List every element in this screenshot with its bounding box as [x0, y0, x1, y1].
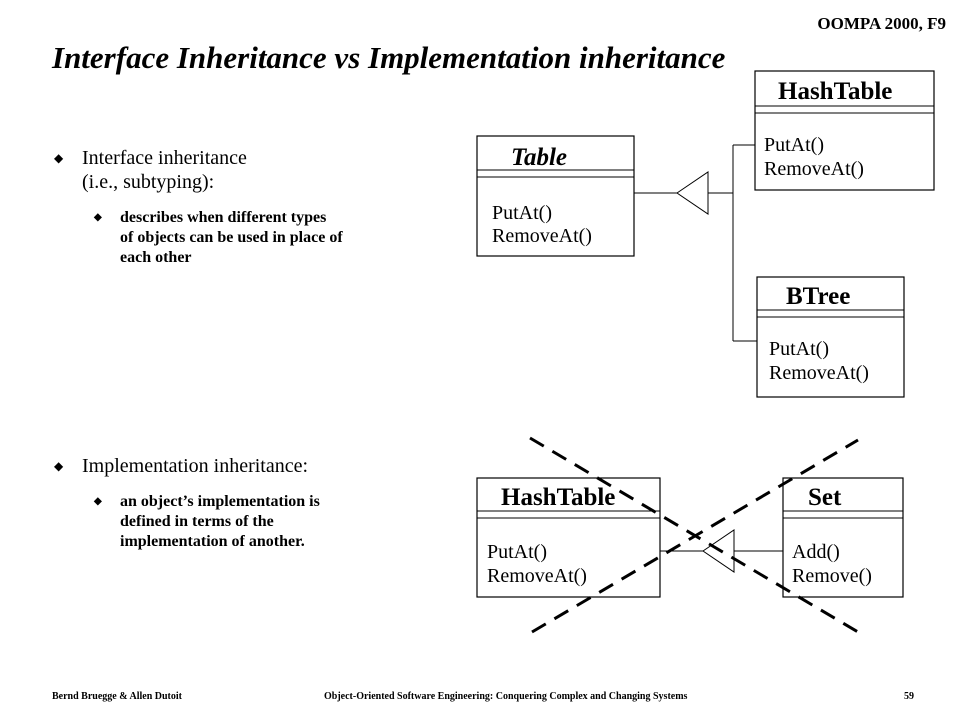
cross-out-mark [529, 436, 859, 634]
slide-title: Interface Inheritance vs Implementation … [52, 40, 726, 75]
footer-authors: Bernd Bruegge & Allen Dutoit [52, 691, 182, 702]
class-operation: Add() [792, 541, 840, 563]
class-operation: PutAt() [764, 134, 824, 156]
class-operation: RemoveAt() [764, 158, 864, 180]
class-table: Table PutAt() RemoveAt() [476, 135, 635, 257]
class-btree: BTree PutAt() RemoveAt() [756, 276, 905, 398]
subbullet-text: an object’s implementation is defined in… [120, 493, 320, 550]
bullet-implementation-inheritance: ◆ Implementation inheritance: ◆ an objec… [52, 454, 462, 552]
diamond-subbullet-icon: ◆ [94, 496, 102, 507]
footer-page-number: 59 [904, 691, 914, 702]
class-name: Table [511, 144, 567, 171]
generalization-connector [634, 144, 757, 342]
class-operation: Remove() [792, 565, 872, 587]
diamond-bullet-icon: ◆ [54, 459, 64, 473]
class-name: HashTable [778, 78, 892, 105]
diamond-subbullet-icon: ◆ [94, 212, 102, 223]
class-operation: RemoveAt() [769, 362, 869, 384]
class-hashtable: HashTable PutAt() RemoveAt() [754, 70, 935, 191]
class-operation: PutAt() [769, 338, 829, 360]
bullet-text: Implementation inheritance: [82, 455, 309, 477]
subbullet-text: describes when different types of object… [120, 209, 343, 266]
bullet-interface-inheritance: ◆ Interface inheritance (i.e., subtyping… [52, 146, 462, 268]
course-label: OOMPA 2000, F9 [817, 14, 946, 33]
footer-book-title: Object-Oriented Software Engineering: Co… [324, 691, 688, 702]
class-operation: RemoveAt() [487, 565, 587, 587]
class-set: Set Add() Remove() [782, 477, 904, 598]
class-name: HashTable [501, 484, 615, 511]
diamond-bullet-icon: ◆ [54, 151, 64, 165]
class-name: Set [808, 484, 842, 511]
class-operation: PutAt() [492, 202, 552, 224]
class-name: BTree [786, 283, 850, 310]
bullet-text: Interface inheritance (i.e., subtyping): [82, 147, 247, 193]
inheritance-triangle-icon [676, 171, 709, 215]
class-operation: PutAt() [487, 541, 547, 563]
class-operation: RemoveAt() [492, 225, 592, 247]
class-hashtable-bottom: HashTable PutAt() RemoveAt() [476, 477, 661, 598]
